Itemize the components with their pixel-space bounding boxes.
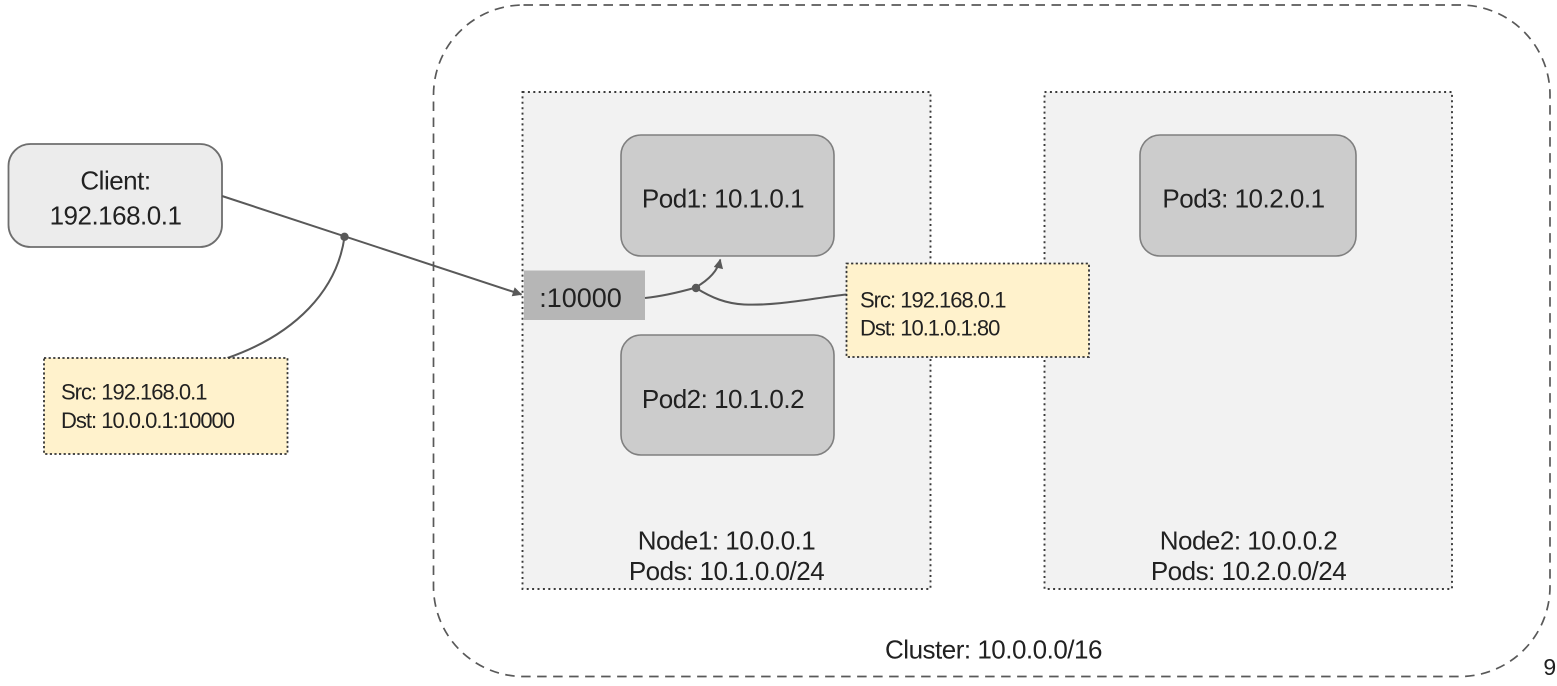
svg-text:Node1: 10.0.0.1: Node1: 10.0.0.1 — [638, 526, 816, 556]
svg-text:Dst: 10.0.0.1:10000: Dst: 10.0.0.1:10000 — [61, 408, 235, 433]
svg-text:Pod2: 10.1.0.2: Pod2: 10.1.0.2 — [642, 384, 804, 414]
svg-text::10000: :10000 — [539, 283, 622, 313]
svg-text:Pod1: 10.1.0.1: Pod1: 10.1.0.1 — [642, 184, 804, 214]
svg-text:Client:: Client: — [80, 166, 150, 196]
svg-text:Dst: 10.1.0.1:80: Dst: 10.1.0.1:80 — [860, 316, 1000, 341]
svg-text:Pod3: 10.2.0.1: Pod3: 10.2.0.1 — [1162, 184, 1324, 214]
svg-text:Node2: 10.0.0.2: Node2: 10.0.0.2 — [1160, 526, 1338, 556]
svg-text:Pods: 10.1.0.0/24: Pods: 10.1.0.0/24 — [629, 556, 824, 586]
svg-text:Src: 192.168.0.1: Src: 192.168.0.1 — [61, 380, 207, 405]
svg-text:Pods: 10.2.0.0/24: Pods: 10.2.0.0/24 — [1151, 556, 1346, 586]
svg-text:9: 9 — [1543, 654, 1555, 680]
svg-text:Src: 192.168.0.1: Src: 192.168.0.1 — [860, 288, 1006, 313]
svg-text:Cluster: 10.0.0.0/16: Cluster: 10.0.0.0/16 — [885, 635, 1102, 665]
svg-text:192.168.0.1: 192.168.0.1 — [50, 201, 182, 231]
